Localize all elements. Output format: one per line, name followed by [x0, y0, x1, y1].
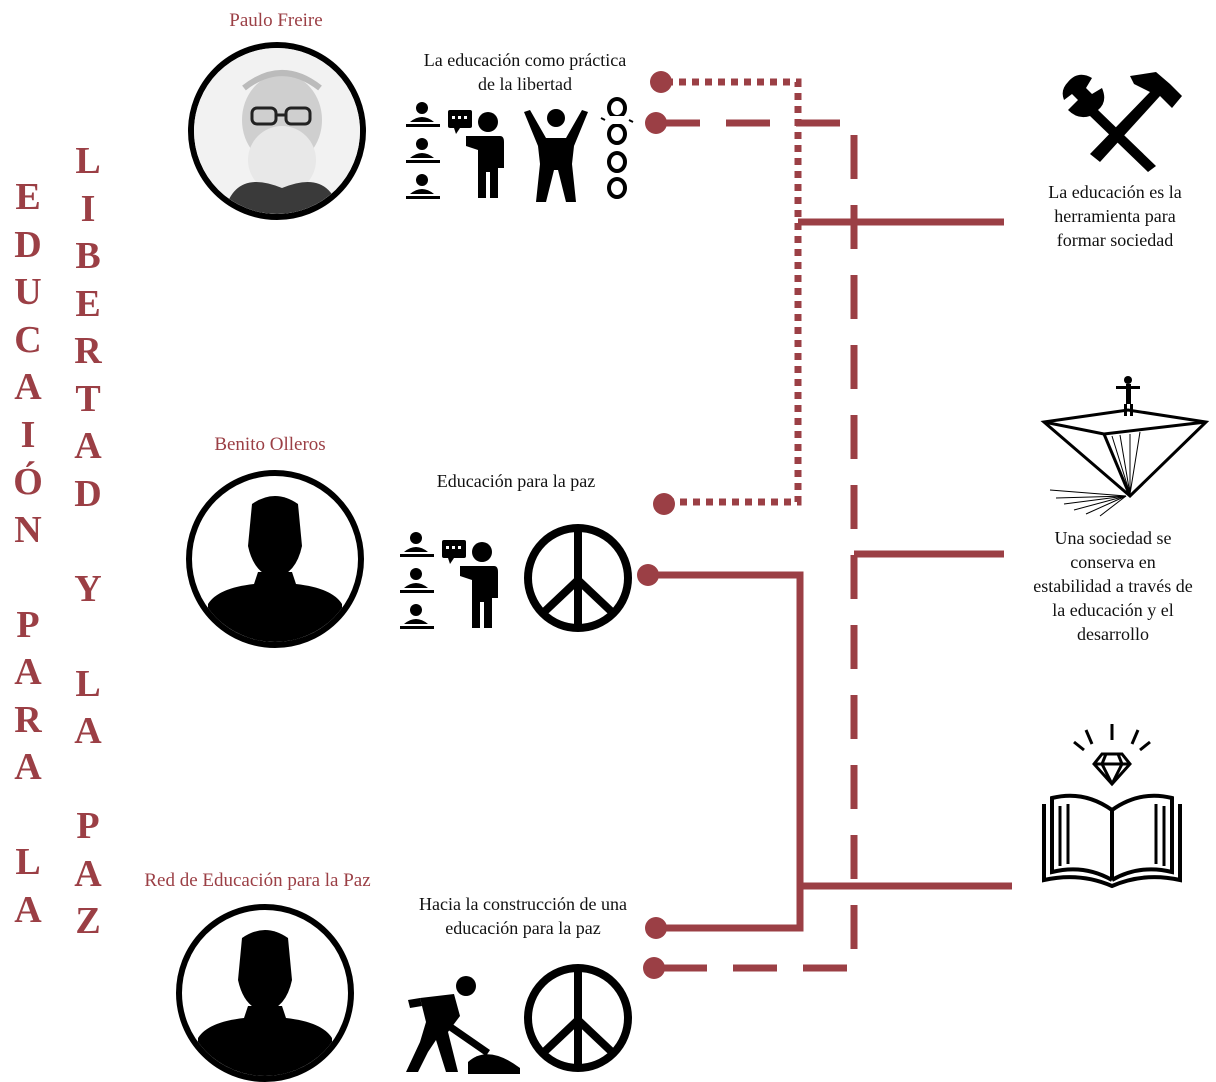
portrait-photo-icon [194, 48, 360, 214]
pyramid-balance-icon [1040, 376, 1210, 517]
title-letter: Y [74, 567, 102, 610]
dotted-connector-freire-olleros [666, 78, 802, 506]
topic-red-line1: Hacia la construcción de una [419, 894, 627, 914]
outcome-2-line3: estabilidad a través de [1033, 576, 1193, 596]
title-letter: A [74, 710, 102, 752]
vertical-title-libertad-y-la-paz: L I B E R T A D Y L A P A Z [68, 142, 108, 950]
outcome-estabilidad: Una sociedad se conserva en estabilidad … [1006, 526, 1216, 646]
peace-symbol-icon [524, 524, 632, 632]
title-letter: A [14, 888, 42, 931]
title-letter: I [20, 413, 36, 456]
topic-freire-line2: de la libertad [478, 74, 572, 94]
title-letter: P [16, 603, 40, 646]
outcome-2-line4: la educación y el [1052, 600, 1174, 620]
connector-node [645, 112, 667, 134]
topic-freire-line1: La educación como práctica [423, 50, 627, 70]
title-letter: N [14, 508, 42, 551]
outcome-2-line5: desarrollo [1077, 624, 1149, 644]
title-letter: Z [75, 900, 101, 942]
title-letter: L [75, 140, 101, 182]
connector-node [637, 564, 659, 586]
avatar-paulo-freire [188, 42, 366, 220]
title-letter: B [75, 235, 101, 277]
book-diamond-icon [1042, 724, 1182, 889]
outcome-2-line1: Una sociedad se [1054, 528, 1172, 548]
connector-node [643, 957, 665, 979]
title-letter: Ó [13, 461, 43, 503]
title-letter: A [74, 425, 102, 467]
title-letter: A [14, 366, 42, 408]
topic-freire: La educación como práctica de la liberta… [388, 48, 662, 96]
title-letter: E [75, 282, 101, 325]
title-letter: T [75, 377, 101, 420]
outcome-1-line1: La educación es la [1048, 182, 1182, 202]
topic-olleros: Educación para la paz [436, 471, 596, 491]
person-silhouette-icon [208, 496, 342, 642]
title-letter: D [74, 472, 102, 515]
outcome-herramienta: La educación es la herramienta para form… [1010, 180, 1216, 252]
title-letter: I [80, 187, 96, 230]
topic-red: Hacia la construcción de una educación p… [388, 892, 658, 940]
connector-node [650, 71, 672, 93]
person-silhouette-icon [198, 930, 332, 1076]
vertical-title-educacion-para-la: E D U C A I Ó N P A R A L A [8, 178, 48, 938]
title-letter: L [75, 662, 101, 705]
title-letter: L [15, 841, 41, 883]
title-letter: A [14, 746, 42, 788]
person-name-olleros: Benito Olleros [214, 434, 326, 455]
title-letter: A [14, 651, 42, 693]
outcome-1-line2: herramienta para [1054, 206, 1176, 226]
classroom-teacher-icon [400, 532, 498, 629]
title-letter: A [74, 852, 102, 895]
title-letter: U [14, 271, 42, 313]
peace-symbol-icon [524, 964, 632, 1072]
person-arms-raised-icon [524, 109, 588, 202]
title-letter: D [14, 223, 42, 266]
tools-icon [1062, 72, 1182, 172]
topic-red-line2: educación para la paz [445, 918, 601, 938]
title-letter: P [76, 805, 100, 847]
avatar-benito-olleros [186, 470, 364, 648]
person-name-freire: Paulo Freire [229, 10, 323, 31]
connector-node [653, 493, 675, 515]
outcome-1-line3: formar sociedad [1056, 230, 1174, 250]
title-letter: R [14, 698, 42, 741]
title-letter: C [14, 318, 42, 361]
dashed-connector-freire-red [656, 119, 858, 972]
person-name-red: Red de Educación para la Paz [144, 870, 371, 891]
outcome-2-line2: conserva en [1070, 552, 1156, 572]
connector-node [645, 917, 667, 939]
solid-connector-olleros-red [648, 571, 804, 932]
construction-worker-icon [406, 976, 520, 1074]
classroom-teacher-icon [406, 102, 504, 199]
title-letter: R [74, 330, 102, 372]
broken-chain-icon [600, 97, 634, 199]
title-letter: E [15, 176, 41, 218]
